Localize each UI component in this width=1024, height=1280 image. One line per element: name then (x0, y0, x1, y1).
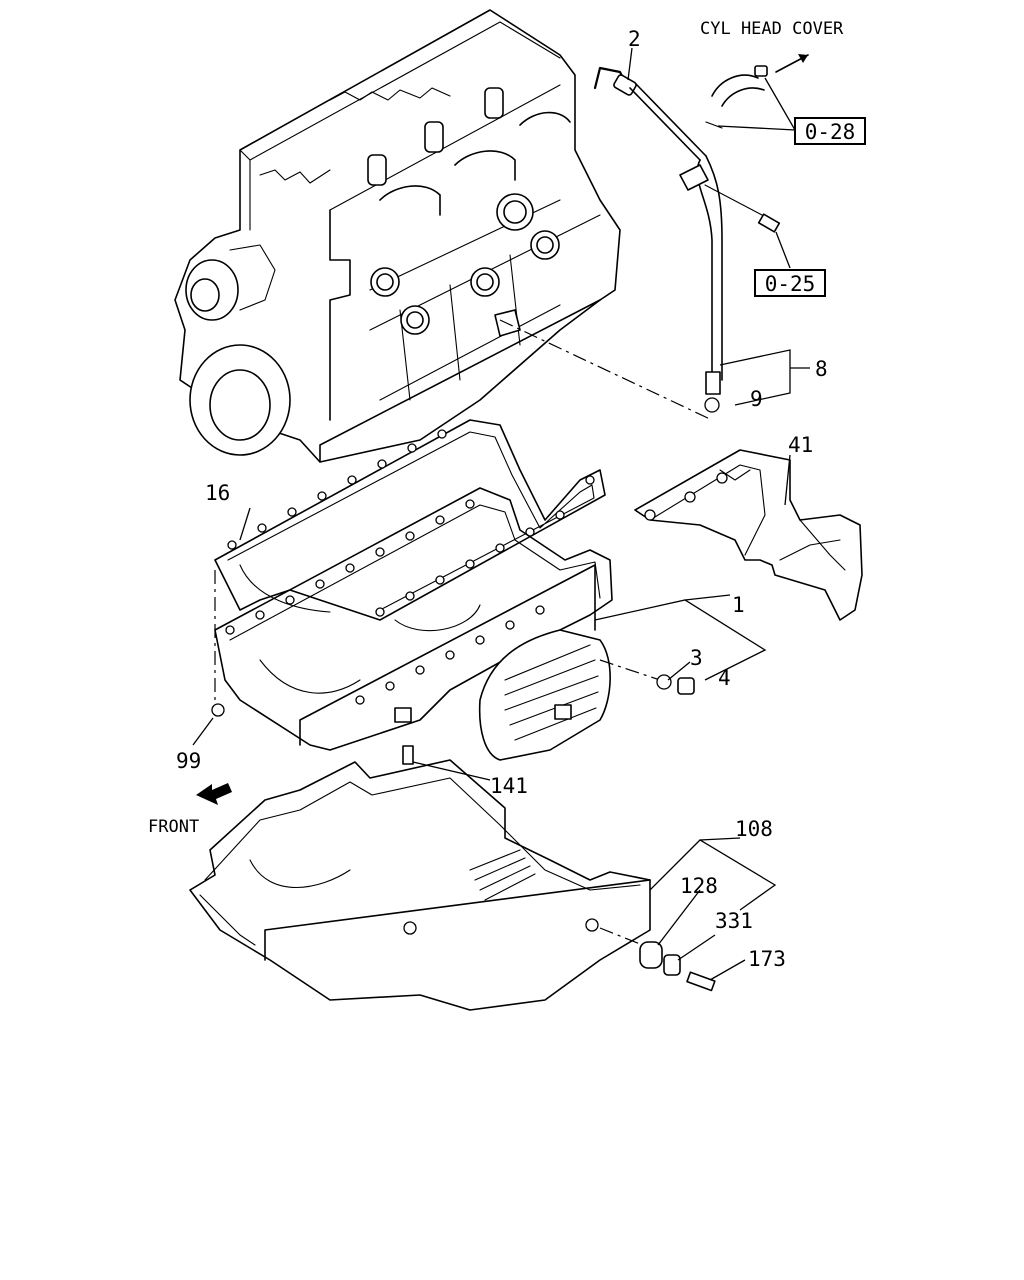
leader-lines (192, 47, 810, 981)
part-number-173: 173 (748, 947, 786, 971)
part-number-9: 9 (750, 387, 763, 411)
front-arrow (196, 783, 232, 805)
cyl-head-cover-label: CYL HEAD COVER (700, 19, 844, 39)
part-number-8: 8 (815, 357, 828, 381)
ref-label-028: 0-28 (805, 120, 856, 144)
part-number-41: 41 (788, 433, 813, 457)
lower-oil-pan (189, 759, 716, 1011)
part-number-1: 1 (732, 593, 745, 617)
ref-box-028[interactable]: 0-28 (794, 117, 866, 145)
part-number-128: 128 (680, 874, 718, 898)
oil-pan-bracket (634, 449, 863, 621)
part-number-2: 2 (628, 27, 641, 51)
part-number-3: 3 (690, 646, 703, 670)
pan-bolt-holes (225, 499, 545, 705)
engine-block (174, 9, 621, 463)
part-number-4: 4 (718, 666, 731, 690)
part-number-108: 108 (735, 817, 773, 841)
part-number-331: 331 (715, 909, 753, 933)
ref-box-025[interactable]: 0-25 (754, 269, 826, 297)
ref-label-025: 0-25 (765, 272, 816, 296)
front-label: FRONT (148, 817, 199, 837)
part-number-99: 99 (176, 749, 201, 773)
oil-pan-gasket (214, 419, 606, 621)
oil-pan (211, 487, 695, 765)
dipstick-assembly (499, 54, 809, 421)
part-number-141: 141 (490, 774, 528, 798)
part-number-16: 16 (205, 481, 230, 505)
